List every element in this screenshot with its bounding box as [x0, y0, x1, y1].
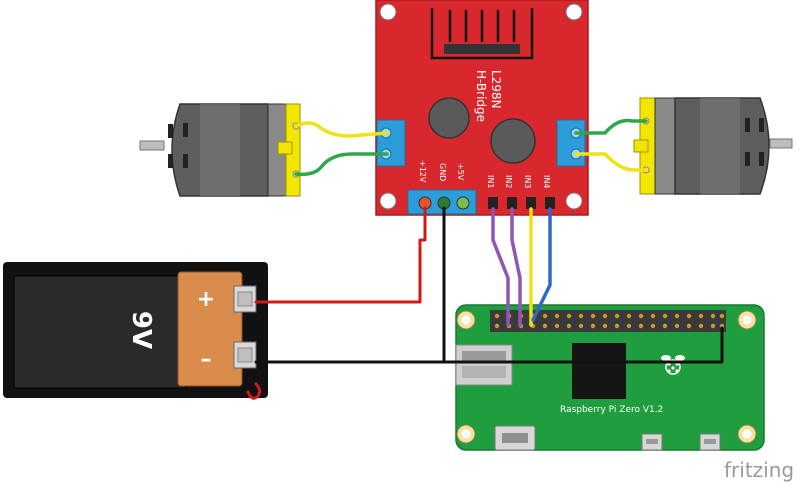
l298n-mount-hole-tr [565, 3, 583, 21]
pi-soc [572, 343, 626, 399]
wire-battery-red-loop [246, 382, 262, 400]
board-title-line1: L298N [489, 70, 503, 109]
heatsink [430, 8, 534, 60]
wire-12v-red [254, 206, 427, 304]
power-terminal [407, 189, 477, 215]
battery-9v: + – 9V [3, 262, 268, 398]
battery-minus-label: – [201, 347, 212, 372]
motor-left-shaft [139, 140, 165, 151]
raspberry-pi-zero: Raspberry Pi Zero V1.2 [455, 304, 765, 451]
l298n-chip [444, 44, 520, 54]
wire-battery-minus-black [254, 326, 724, 364]
battery-cap [177, 271, 243, 387]
capacitor-2 [490, 118, 536, 164]
wire-motor-a-yellow [294, 121, 389, 138]
pin-label-in1: IN1 [486, 175, 495, 188]
gpio-header [490, 310, 726, 332]
wire-motor-b-green [574, 118, 648, 135]
wire-in4-blue [531, 207, 552, 322]
l298n-mount-hole-bl [379, 192, 397, 210]
motor-right-shaft [769, 138, 793, 149]
wire-motor-a-green [294, 152, 389, 177]
motor-a-terminal [376, 119, 406, 167]
battery-voltage-label: 9V [126, 311, 156, 349]
pin-label-in2: IN2 [504, 175, 513, 188]
pin-label-5v: +5V [456, 163, 465, 181]
motor-right [633, 97, 793, 195]
capacitor-1 [428, 97, 470, 139]
pi-model-label: Raspberry Pi Zero V1.2 [560, 405, 663, 415]
sd-card-slot [455, 344, 513, 386]
pin-label-12v: +12V [418, 160, 427, 183]
in-header [488, 197, 555, 209]
pin-label-in4: IN4 [542, 175, 551, 188]
mini-hdmi-port [494, 425, 536, 451]
wires [246, 118, 724, 400]
motor-b-terminal [556, 119, 586, 167]
l298n-mount-hole-br [565, 192, 583, 210]
board-title-line2: H-Bridge [474, 70, 488, 122]
motor-left [139, 103, 301, 197]
pin-label-in3: IN3 [523, 175, 532, 188]
micro-usb-port-1 [641, 433, 663, 451]
wire-in2-purple [510, 207, 522, 327]
battery-plus-label: + [197, 287, 215, 312]
pin-label-gnd: GND [438, 163, 447, 181]
wire-motor-b-yellow [574, 152, 648, 172]
micro-usb-port-2 [699, 433, 721, 451]
fritzing-brand: fritzing [724, 458, 794, 482]
wire-in1-purple [491, 207, 510, 327]
raspberry-pi-logo-icon [661, 355, 685, 375]
l298n-board: L298N H-Bridge +12V GND +5V IN1 IN2 I [375, 0, 589, 216]
l298n-mount-hole-tl [379, 3, 397, 21]
